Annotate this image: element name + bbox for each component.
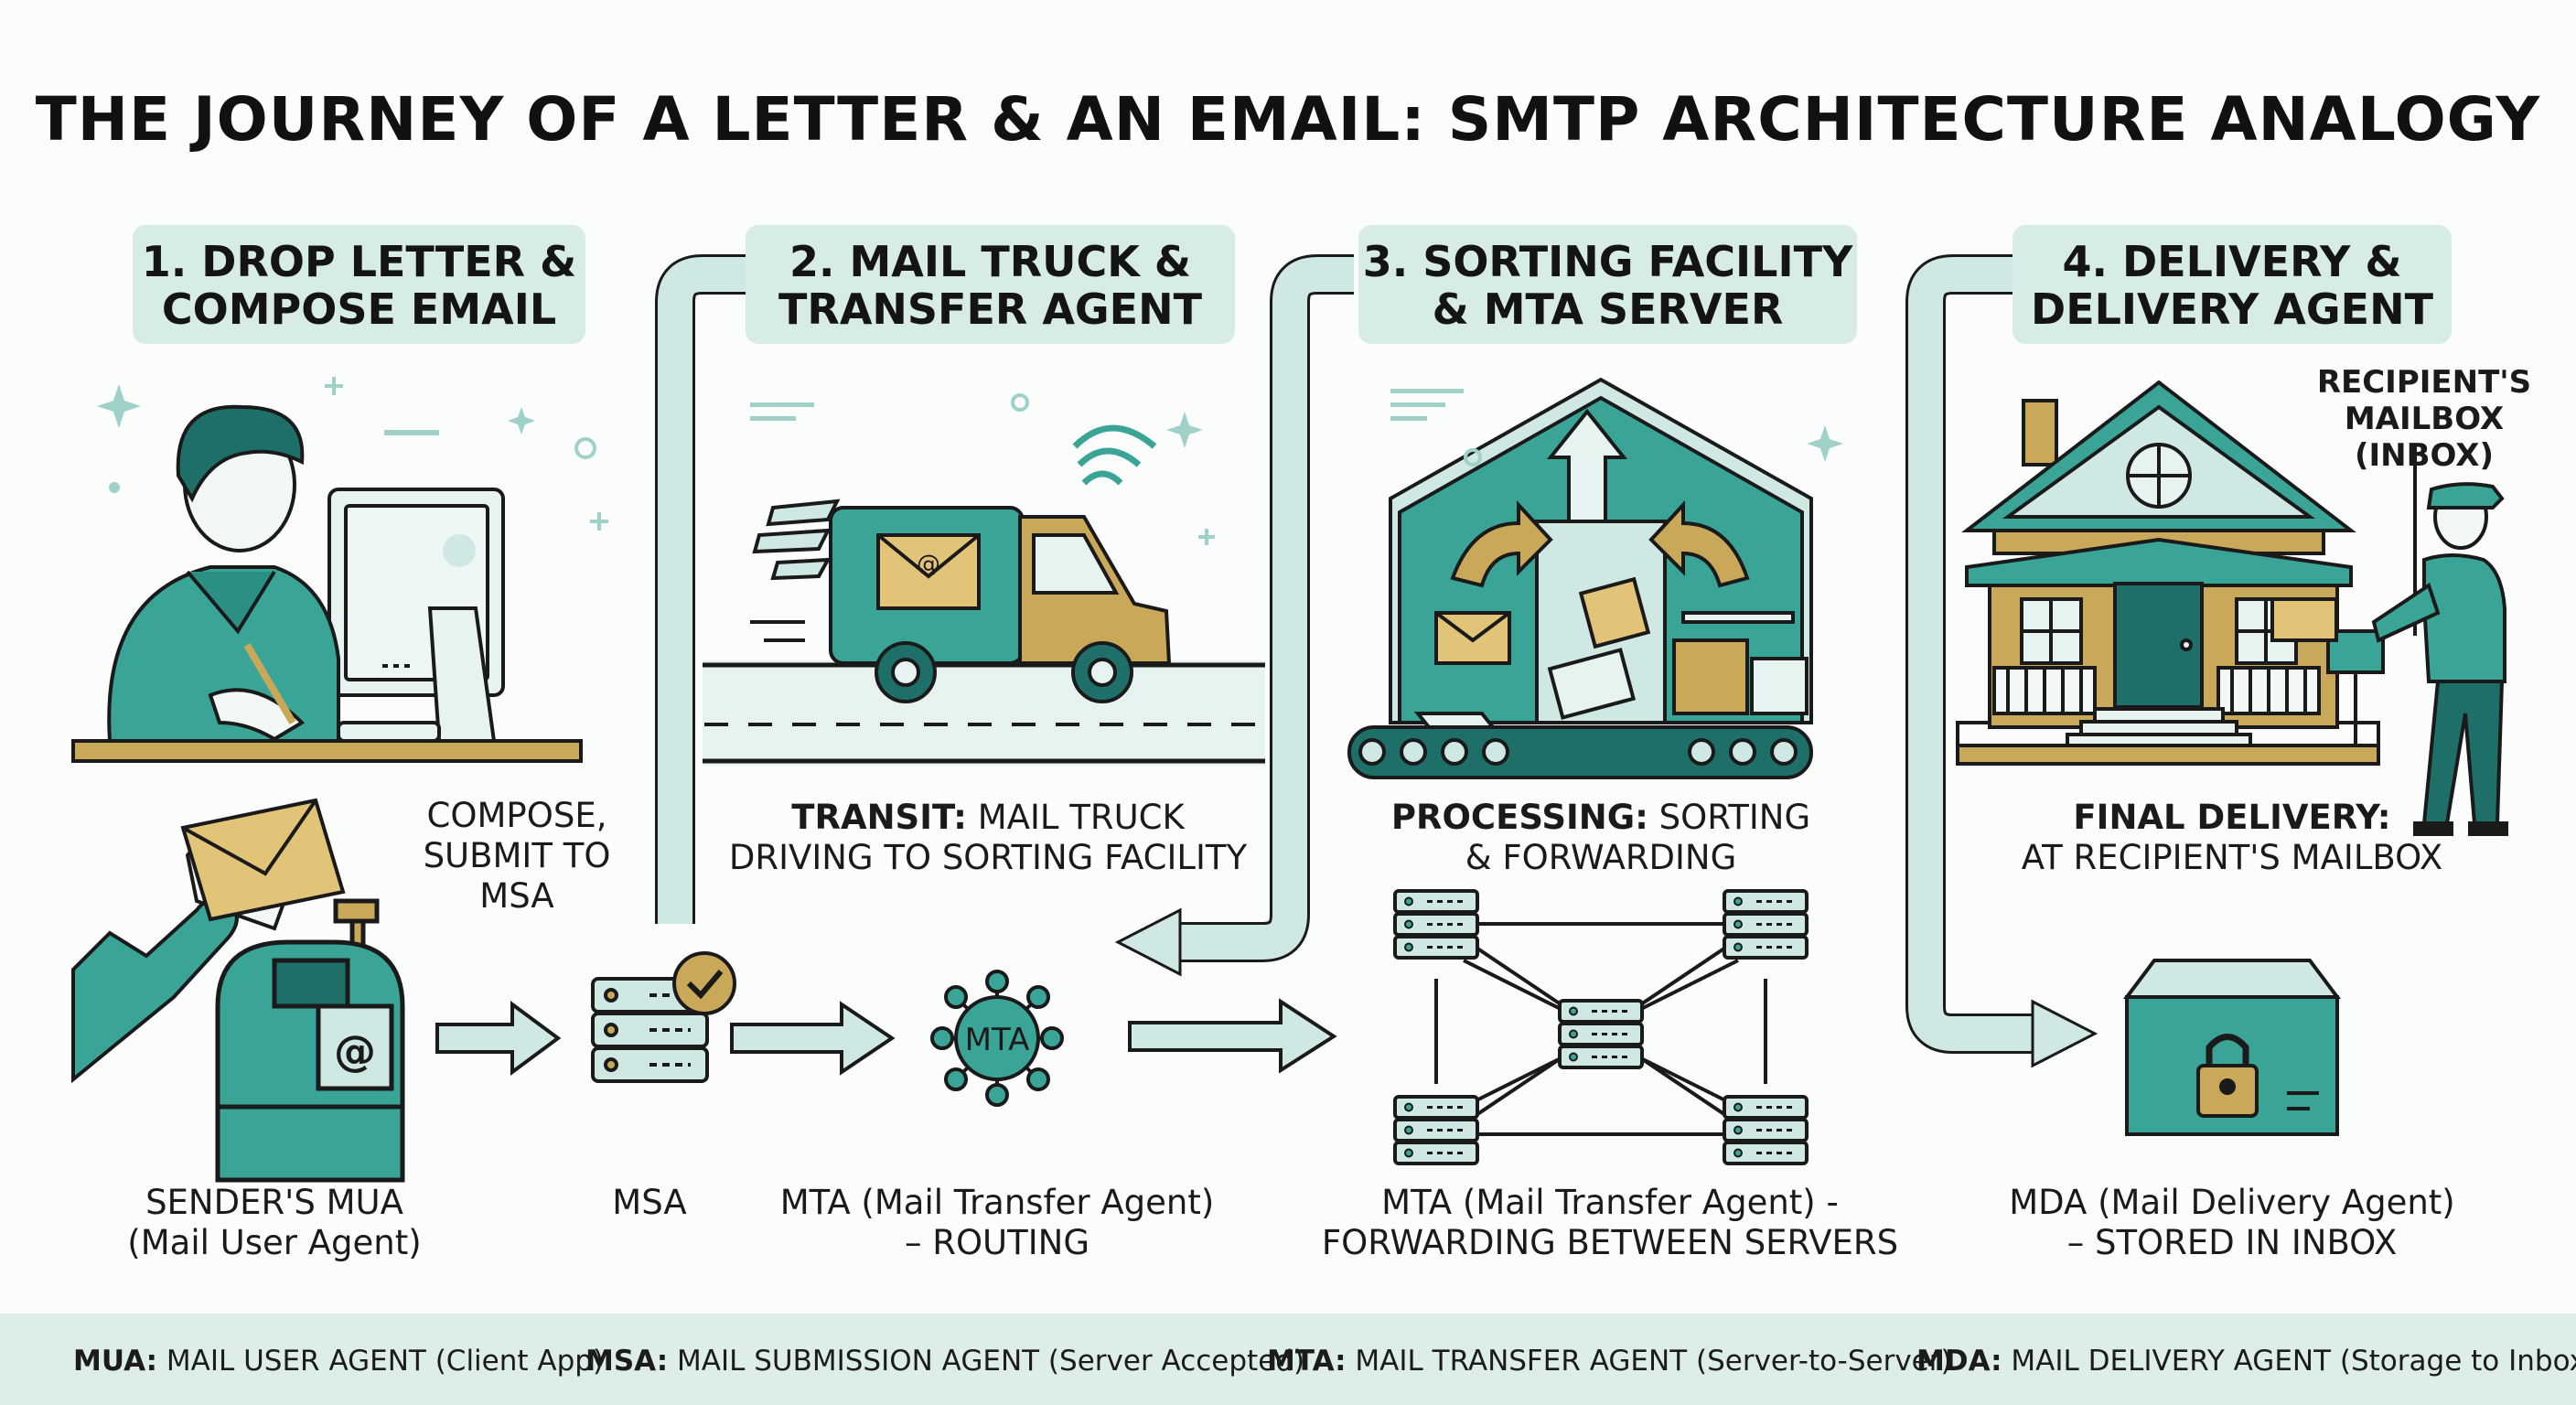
processing-caption-bold: PROCESSING: bbox=[1390, 798, 1648, 837]
label-mta-forwarding-line1: MTA (Mail Transfer Agent) - bbox=[1381, 1183, 1839, 1222]
flow-arrow-head-3 bbox=[2031, 999, 2098, 1068]
mta-routing-icon bbox=[930, 970, 1064, 1107]
flow-path-2 bbox=[1114, 254, 1354, 977]
step-label-1-line2: COMPOSE EMAIL bbox=[161, 284, 557, 334]
compose-caption: COMPOSE, SUBMIT TO MSA bbox=[402, 796, 631, 917]
step-label-3-line2: & MTA SERVER bbox=[1432, 284, 1784, 334]
legend-item-mda: MDA: MAIL DELIVERY AGENT (Storage to Inb… bbox=[1916, 1345, 2576, 1378]
step-label-4-line1: 4. DELIVERY & bbox=[2062, 237, 2402, 286]
processing-caption: PROCESSING: SORTING & FORWARDING bbox=[1372, 798, 1830, 878]
sparkle-icons-scene-2 bbox=[750, 393, 1215, 545]
transit-caption-rest: MAIL TRUCK bbox=[966, 798, 1185, 837]
label-mta-forwarding: MTA (Mail Transfer Agent) - FORWARDING B… bbox=[1317, 1183, 1903, 1263]
msa-server-icon bbox=[591, 951, 736, 1083]
mesh-server-nodes bbox=[1393, 889, 1809, 1165]
compose-caption-line3: MSA bbox=[479, 876, 554, 916]
flow-path-3 bbox=[1905, 254, 2098, 1068]
final-delivery-caption-line1: FINAL DELIVERY: bbox=[1976, 798, 2488, 838]
hand-with-letter bbox=[71, 798, 346, 1084]
mda-storage-box bbox=[2123, 959, 2341, 1136]
label-mda: MDA (Mail Delivery Agent) – STORED IN IN… bbox=[1994, 1183, 2470, 1263]
label-mda-line1: MDA (Mail Delivery Agent) bbox=[2009, 1183, 2455, 1222]
label-msa-line1: MSA bbox=[612, 1183, 687, 1222]
step-label-2-line2: TRANSFER AGENT bbox=[778, 284, 1202, 334]
recipient-mailbox-line3: (INBOX) bbox=[2354, 437, 2494, 474]
step-label-2-line1: 2. MAIL TRUCK & bbox=[789, 237, 1191, 286]
mesh-server-node bbox=[1393, 1095, 1479, 1165]
processing-caption-line2: & FORWARDING bbox=[1465, 838, 1737, 877]
sparkle-icons-scene-3 bbox=[1390, 389, 1843, 467]
legend-item-mua: MUA: MAIL USER AGENT (Client App) bbox=[73, 1345, 604, 1378]
label-mta-routing: MTA (Mail Transfer Agent) – ROUTING bbox=[778, 1183, 1217, 1263]
label-mua-line2: (Mail User Agent) bbox=[127, 1223, 422, 1262]
legend-item-mta: MTA: MAIL TRANSFER AGENT (Server-to-Serv… bbox=[1267, 1345, 1952, 1378]
transit-caption-line2: DRIVING TO SORTING FACILITY bbox=[728, 838, 1248, 877]
flow-arrow-head-2 bbox=[1114, 907, 1182, 977]
legend-abbr-msa: MSA: bbox=[585, 1345, 669, 1378]
legend-bar: MUA: MAIL USER AGENT (Client App) MSA: M… bbox=[0, 1314, 2576, 1405]
page-title: THE JOURNEY OF A LETTER & AN EMAIL: SMTP… bbox=[35, 84, 2541, 155]
sorting-facility-scene bbox=[1347, 377, 1813, 779]
label-mta-forwarding-line2: FORWARDING BETWEEN SERVERS bbox=[1321, 1223, 1899, 1262]
house-scene bbox=[1956, 380, 2417, 766]
recipient-mailbox-line1: RECIPIENT'S bbox=[2316, 364, 2532, 401]
mailbox-icon: @ bbox=[215, 898, 405, 1183]
label-mua: SENDER'S MUA (Mail User Agent) bbox=[91, 1183, 457, 1263]
recipient-mailbox-line2: MAILBOX bbox=[2344, 401, 2505, 437]
flow-arrow-mta-servers bbox=[1128, 998, 1337, 1074]
final-delivery-caption-bold: FINAL DELIVERY: bbox=[2073, 798, 2391, 837]
mail-carrier-figure bbox=[2371, 482, 2508, 836]
transit-caption: TRANSIT: MAIL TRUCK DRIVING TO SORTING F… bbox=[723, 798, 1253, 878]
svg-text:@: @ bbox=[917, 551, 940, 578]
person-at-computer bbox=[71, 404, 583, 763]
mta-badge-text: MTA bbox=[965, 1022, 1030, 1058]
final-delivery-caption: FINAL DELIVERY: AT RECIPIENT'S MAILBOX bbox=[1976, 798, 2488, 878]
legend-abbr-mta: MTA: bbox=[1267, 1345, 1347, 1378]
label-mta-routing-line2: – ROUTING bbox=[904, 1223, 1090, 1262]
svg-text:@: @ bbox=[334, 1026, 376, 1076]
final-delivery-caption-line2: AT RECIPIENT'S MAILBOX bbox=[2021, 838, 2443, 877]
recipient-mailbox-label: RECIPIENT'S MAILBOX (INBOX) bbox=[2287, 364, 2561, 474]
legend-desc-mda: MAIL DELIVERY AGENT (Storage to Inbox) bbox=[2002, 1345, 2576, 1378]
mesh-server-node bbox=[1558, 999, 1644, 1069]
label-msa: MSA bbox=[567, 1183, 732, 1223]
transit-caption-line1: TRANSIT: MAIL TRUCK bbox=[723, 798, 1253, 838]
mesh-server-node bbox=[1723, 889, 1809, 960]
sparkle-icons-scene-1 bbox=[97, 377, 608, 531]
label-mta-routing-line1: MTA (Mail Transfer Agent) bbox=[779, 1183, 1215, 1222]
step-label-3: 3. SORTING FACILITY & MTA SERVER bbox=[1358, 225, 1857, 344]
step-label-1-line1: 1. DROP LETTER & bbox=[141, 237, 577, 286]
mesh-server-node bbox=[1723, 1095, 1809, 1165]
flow-path-1 bbox=[655, 254, 746, 924]
step-label-1: 1. DROP LETTER & COMPOSE EMAIL bbox=[133, 225, 585, 344]
step-label-3-line1: 3. SORTING FACILITY bbox=[1362, 237, 1853, 286]
compose-caption-line1: COMPOSE, bbox=[426, 796, 607, 835]
mesh-server-node bbox=[1393, 889, 1479, 960]
processing-caption-rest: SORTING bbox=[1648, 798, 1811, 837]
flow-arrow-mua-msa bbox=[435, 1001, 562, 1076]
legend-desc-mua: MAIL USER AGENT (Client App) bbox=[157, 1345, 605, 1378]
legend-desc-mta: MAIL TRANSFER AGENT (Server-to-Server) bbox=[1346, 1345, 1952, 1378]
legend-abbr-mda: MDA: bbox=[1916, 1345, 2002, 1378]
legend-desc-msa: MAIL SUBMISSION AGENT (Server Accepted) bbox=[668, 1345, 1305, 1378]
step-label-2: 2. MAIL TRUCK & TRANSFER AGENT bbox=[746, 225, 1235, 344]
transit-caption-bold: TRANSIT: bbox=[791, 798, 967, 837]
legend-item-msa: MSA: MAIL SUBMISSION AGENT (Server Accep… bbox=[585, 1345, 1304, 1378]
mail-truck-scene: @ bbox=[703, 424, 1265, 766]
step-label-4: 4. DELIVERY & DELIVERY AGENT bbox=[2012, 225, 2452, 344]
flow-arrow-msa-mta bbox=[730, 1001, 896, 1076]
step-label-4-line2: DELIVERY AGENT bbox=[2031, 284, 2433, 334]
label-mua-line1: SENDER'S MUA bbox=[145, 1183, 403, 1222]
compose-caption-line2: SUBMIT TO bbox=[423, 836, 611, 875]
processing-caption-line1: PROCESSING: SORTING bbox=[1372, 798, 1830, 838]
label-mda-line2: – STORED IN INBOX bbox=[2066, 1223, 2398, 1262]
legend-abbr-mua: MUA: bbox=[73, 1345, 158, 1378]
